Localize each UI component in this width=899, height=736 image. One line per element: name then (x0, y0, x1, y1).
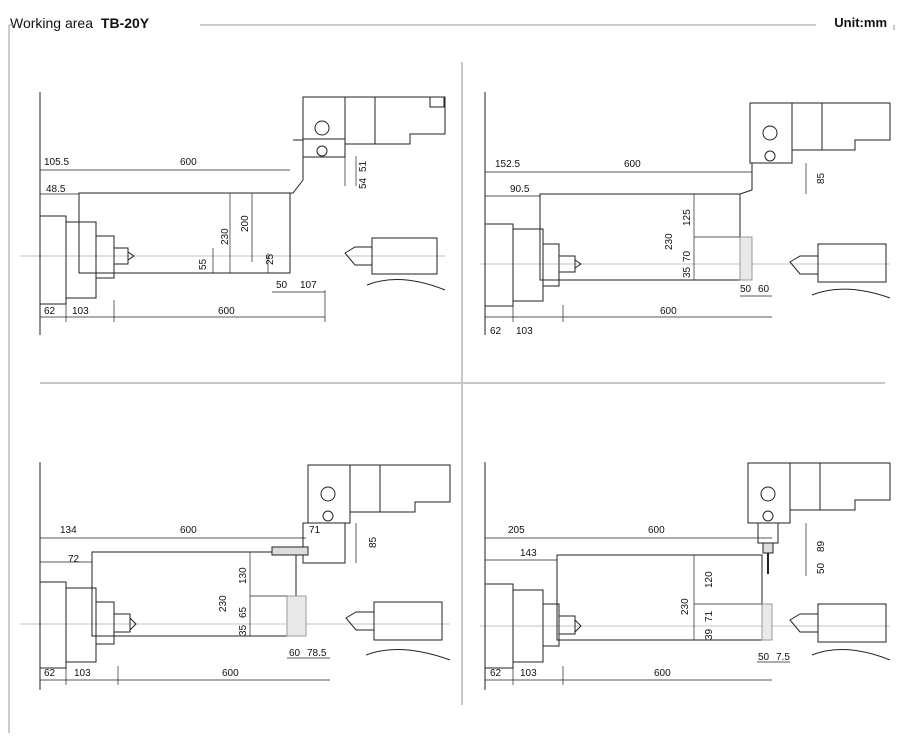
dim-label: 600 (222, 668, 239, 679)
dim-label: 89 (816, 540, 827, 552)
dim-label: 78.5 (307, 648, 327, 659)
panel-1 (20, 92, 446, 335)
dim-label: 62 (490, 668, 502, 679)
dim-label: 230 (218, 595, 229, 612)
dim-label: 50 (758, 652, 770, 663)
dim-label: 205 (508, 525, 525, 536)
dim-label: 60 (758, 284, 770, 295)
dim-label: 230 (220, 228, 231, 245)
dim-label: 103 (516, 326, 533, 337)
dim-label: 7.5 (776, 652, 790, 663)
dim-label: 65 (238, 606, 249, 618)
dim-label: 85 (816, 172, 827, 184)
dim-label: 50 (276, 280, 288, 291)
working-area-title: Working area TB-20Y (6, 14, 154, 32)
dim-label: 50 (816, 562, 827, 574)
outer-border (8, 24, 895, 733)
dim-label: 230 (680, 598, 691, 615)
dim-label: 60 (289, 648, 301, 659)
dim-label: 85 (368, 536, 379, 548)
panel-4-dimension-labels: 205 600 143 89 50 120 230 71 39 50 7.5 6… (490, 525, 827, 679)
dim-label: 55 (198, 258, 209, 270)
dim-label: 71 (704, 610, 715, 622)
dim-label: 72 (68, 554, 80, 565)
panel-3 (20, 462, 451, 690)
dim-label: 103 (520, 668, 537, 679)
dim-label: 134 (60, 525, 77, 536)
dim-label: 600 (180, 157, 197, 168)
dim-label: 51 (358, 160, 369, 172)
dim-label: 35 (238, 624, 249, 636)
dim-label: 103 (72, 306, 89, 317)
dim-label: 35 (682, 266, 693, 278)
dim-label: 103 (74, 668, 91, 679)
dim-label: 600 (660, 306, 677, 317)
dim-label: 62 (44, 306, 56, 317)
panel-2-dimension-labels: 152.5 600 90.5 85 125 230 70 35 50 60 62… (490, 159, 827, 337)
dim-label: 200 (240, 215, 251, 232)
dim-label: 120 (704, 571, 715, 588)
dim-label: 143 (520, 548, 537, 559)
model-label: TB-20Y (100, 15, 150, 31)
dim-label: 230 (664, 233, 675, 250)
title-label: Working area (10, 15, 94, 31)
dim-label: 600 (654, 668, 671, 679)
dim-label: 39 (704, 628, 715, 640)
dim-label: 48.5 (46, 184, 66, 195)
dim-label: 54 (358, 177, 369, 189)
dim-label: 152.5 (495, 159, 520, 170)
dim-label: 600 (218, 306, 235, 317)
dim-label: 125 (682, 209, 693, 226)
dim-label: 71 (309, 525, 321, 536)
dim-label: 90.5 (510, 184, 530, 195)
dim-label: 50 (740, 284, 752, 295)
dim-label: 107 (300, 280, 317, 291)
panel-3-dimension-labels: 134 600 72 71 85 130 230 65 35 60 78.5 6… (44, 525, 379, 679)
unit-label: Unit:mm (830, 14, 891, 32)
dim-label: 62 (44, 668, 56, 679)
dim-label: 25 (265, 253, 276, 265)
panel-4 (480, 462, 891, 690)
dim-label: 600 (648, 525, 665, 536)
dim-label: 62 (490, 326, 502, 337)
panel-1-dimension-labels: 105.5 600 48.5 54 51 230 200 55 25 50 10… (44, 157, 369, 317)
quadrant-dividers (40, 62, 885, 705)
dim-label: 600 (624, 159, 641, 170)
dim-label: 70 (682, 250, 693, 262)
dim-label: 105.5 (44, 157, 69, 168)
dim-label: 130 (238, 567, 249, 584)
panel-2 (480, 92, 891, 335)
dim-label: 600 (180, 525, 197, 536)
